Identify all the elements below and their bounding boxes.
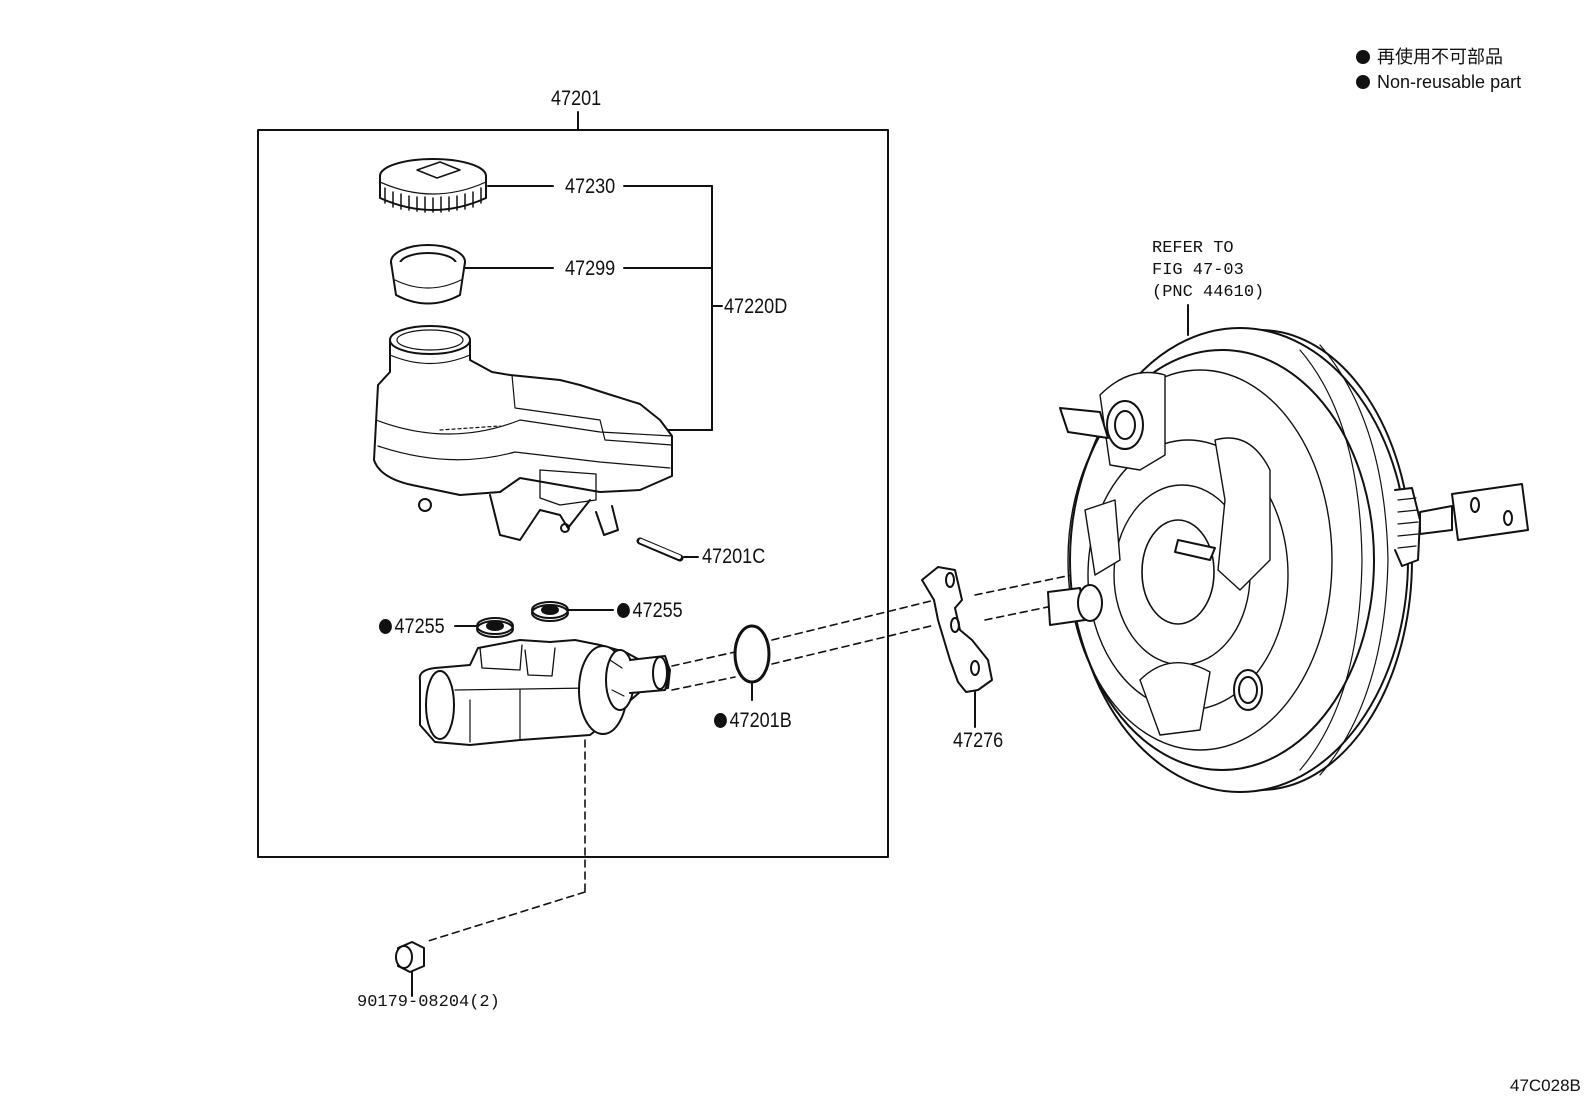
label-assembly[interactable]: 47201 <box>551 87 602 110</box>
non-reusable-dot-icon <box>1356 75 1370 89</box>
label-pin[interactable]: 47201C <box>702 545 766 568</box>
non-reusable-dot-icon <box>379 619 392 634</box>
legend-text-jp: 再使用不可部品 <box>1377 47 1503 67</box>
label-o-ring[interactable]: 47201B <box>714 710 792 731</box>
reference-line-1: REFER TO <box>1152 239 1234 258</box>
legend-line-2: Non-reusable part <box>1356 73 1521 91</box>
label-cap[interactable]: 47230 <box>565 175 616 198</box>
non-reusable-dot-icon <box>714 713 727 728</box>
legend-text-en: Non-reusable part <box>1377 72 1522 92</box>
label-strainer[interactable]: 47299 <box>565 257 616 280</box>
assembly-box <box>257 129 889 858</box>
spring-pin <box>636 537 699 562</box>
reservoir-leaders <box>464 185 723 431</box>
label-grommet-right[interactable]: 47255 <box>617 600 683 621</box>
label-cap-plug[interactable]: 90179-08204(2) <box>357 993 500 1012</box>
grommet-left-part <box>454 617 514 638</box>
reference-line-3: (PNC 44610) <box>1152 283 1265 302</box>
reservoir-tank <box>373 325 673 541</box>
booster-gasket <box>921 566 993 728</box>
reservoir-strainer <box>390 244 466 305</box>
non-reusable-dot-icon <box>617 603 630 618</box>
legend-line-1: 再使用不可部品 <box>1356 48 1503 66</box>
label-reservoir-set[interactable]: 47220D <box>724 295 788 318</box>
brake-booster <box>1047 304 1529 793</box>
label-grommet-right-text: 47255 <box>632 599 683 622</box>
bleeder-cap <box>395 941 425 997</box>
label-grommet-left[interactable]: 47255 <box>379 616 445 637</box>
grommet-right-part <box>531 601 614 622</box>
alignment-lines <box>424 564 1131 943</box>
label-grommet-left-text: 47255 <box>394 615 445 638</box>
figure-code: 47C028B <box>1510 1076 1581 1095</box>
label-o-ring-text: 47201B <box>729 709 792 732</box>
non-reusable-dot-icon <box>1356 50 1370 64</box>
reference-line-2: FIG 47-03 <box>1152 261 1244 280</box>
master-cylinder <box>418 639 671 746</box>
reservoir-cap <box>379 158 487 213</box>
label-gasket[interactable]: 47276 <box>953 729 1004 752</box>
o-ring <box>733 624 771 701</box>
